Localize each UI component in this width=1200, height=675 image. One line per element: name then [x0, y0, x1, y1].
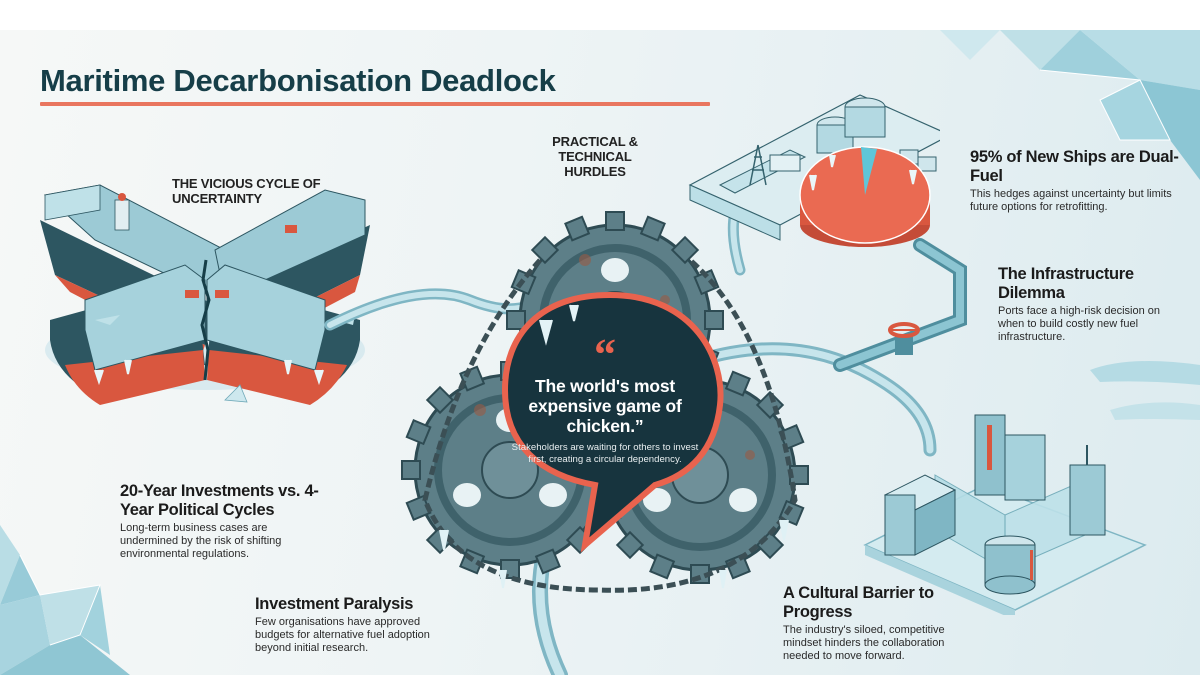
frozen-gears-illustration: [400, 200, 820, 593]
section-label-practical-hurdles: PRACTICAL & TECHNICAL HURDLES: [552, 134, 638, 179]
quote-mark-icon: “: [594, 330, 616, 379]
ice-walled-city-illustration: [863, 414, 1147, 615]
section-label-vicious-cycle: THE VICIOUS CYCLE OF UNCERTAINTY: [172, 176, 321, 206]
pie-slice-other: [861, 147, 877, 195]
callout-investments-body: Long-term business cases are undermined …: [120, 522, 282, 560]
ice-floes-right: [1090, 361, 1200, 420]
callout-investments-heading: 20-Year Investments vs. 4-Year Political…: [120, 482, 319, 519]
speech-bubble: [501, 291, 724, 553]
callout-cultural-barrier: A Cultural Barrier to Progress The indus…: [783, 584, 983, 663]
ice-shards-top-right: [940, 30, 1200, 180]
callout-dual-fuel-heading: 95% of New Ships are Dual-Fuel: [970, 148, 1179, 185]
callout-cultural-body: The industry's siloed, competitive minds…: [783, 624, 945, 662]
quote-bubble: “ The world's most expensive game of chi…: [510, 330, 700, 466]
callout-dual-fuel-body: This hedges against uncertainty but limi…: [970, 188, 1172, 213]
callout-investments-vs-politics: 20-Year Investments vs. 4-Year Political…: [120, 482, 340, 561]
callout-infrastructure-heading: The Infrastructure Dilemma: [998, 265, 1134, 302]
callout-paralysis-body: Few organisations have approved budgets …: [255, 616, 430, 654]
quote-text: The world's most expensive game of chick…: [528, 376, 682, 436]
callout-paralysis-heading: Investment Paralysis: [255, 595, 414, 613]
callout-investment-paralysis: Investment Paralysis Few organisations h…: [255, 595, 465, 655]
callout-cultural-heading: A Cultural Barrier to Progress: [783, 584, 934, 621]
quote-subtext: Stakeholders are waiting for others to i…: [511, 442, 699, 465]
page-title: Maritime Decarbonisation Deadlock: [40, 63, 556, 98]
valve-icon: [888, 322, 920, 355]
callout-infrastructure: The Infrastructure Dilemma Ports face a …: [998, 265, 1178, 344]
callout-dual-fuel: 95% of New Ships are Dual-Fuel This hedg…: [970, 148, 1190, 214]
callout-infrastructure-body: Ports face a high-risk decision on when …: [998, 305, 1161, 343]
fuel-terminal-illustration: [688, 94, 940, 247]
infographic-canvas: Maritime Decarbonisation Deadlock THE VI…: [0, 30, 1200, 675]
cracked-container-ships-illustration: [40, 184, 370, 405]
ice-shards-bottom-left: [0, 525, 130, 675]
title-underline: [40, 102, 710, 106]
